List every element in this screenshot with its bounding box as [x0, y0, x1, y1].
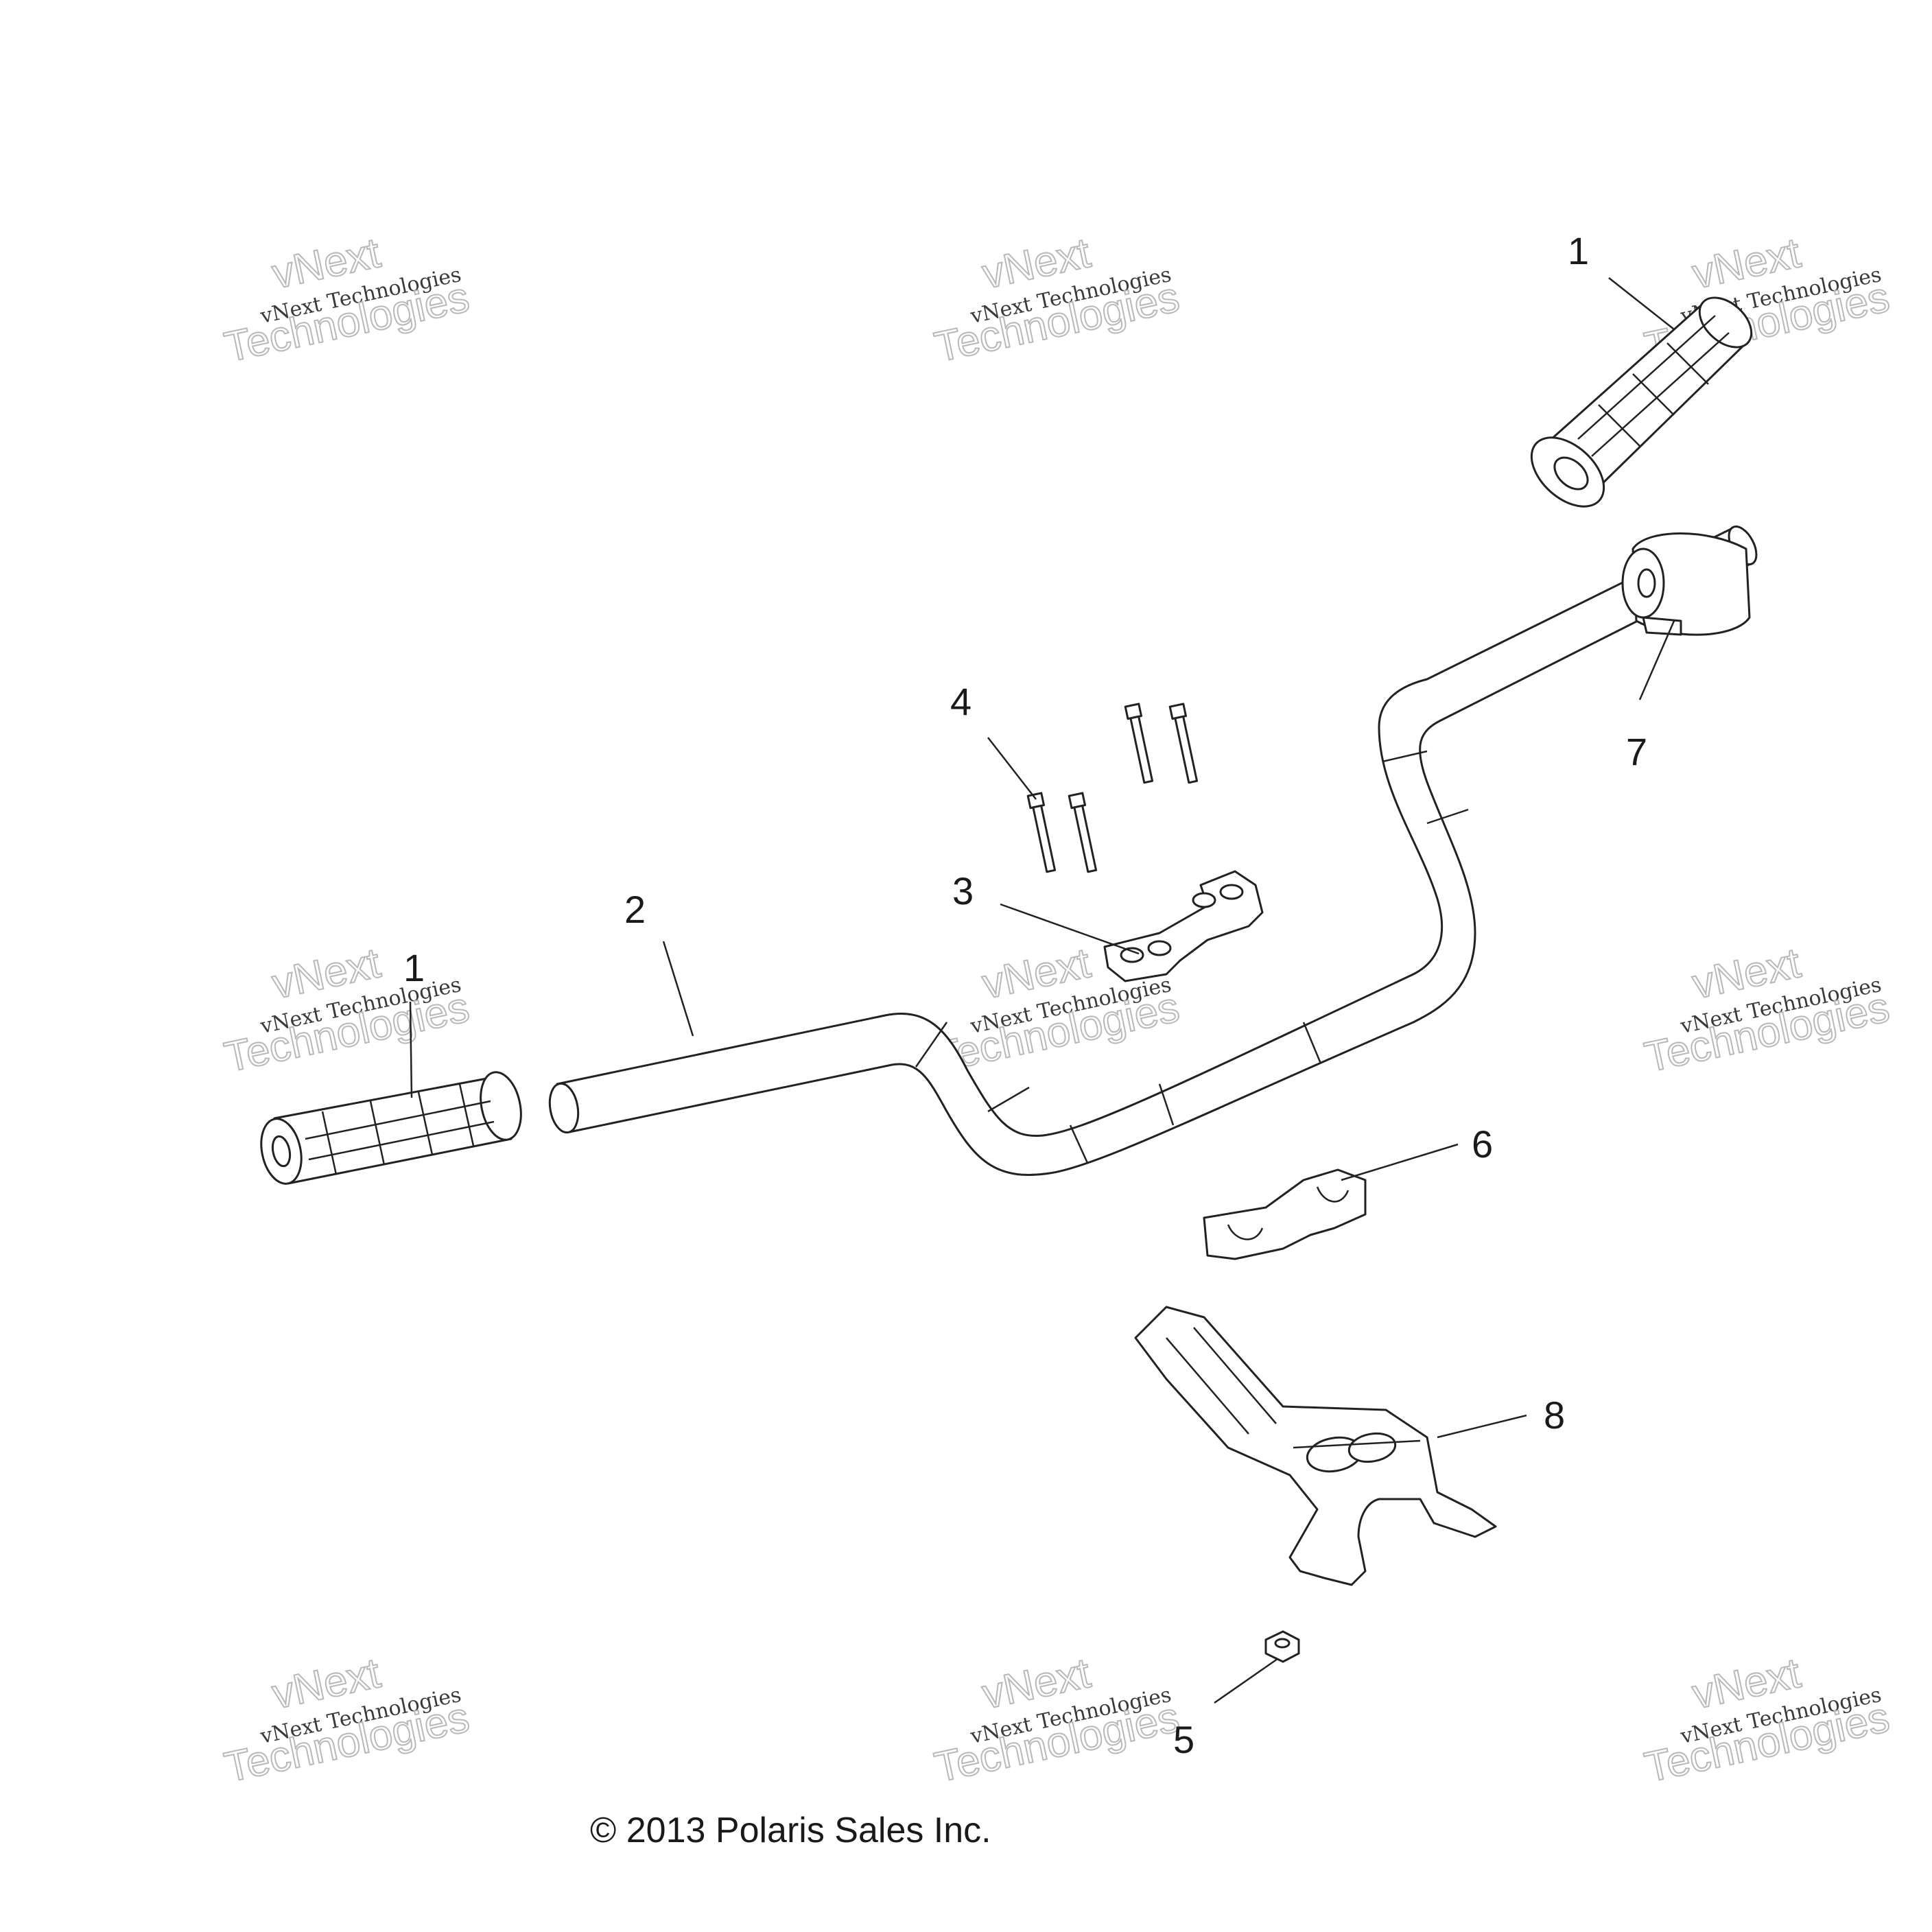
bolt — [1026, 792, 1057, 873]
upper-clamp — [1103, 870, 1264, 982]
grip-right — [1530, 296, 1753, 508]
leader-grip-right — [1608, 277, 1675, 330]
callout-nut: 5 — [1173, 1718, 1194, 1761]
leader-grip-left — [409, 1001, 413, 1098]
watermark: vNext vNext Technologies Technologies — [1640, 1649, 1894, 1792]
watermark: vNext vNext Technologies Technologies — [220, 228, 473, 372]
callout-upper-clamp: 3 — [952, 869, 974, 912]
leader-lines — [409, 277, 1675, 1704]
watermark: vNext vNext Technologies Technologies — [930, 228, 1183, 372]
watermark: vNext vNext Technologies Technologies — [220, 1649, 473, 1792]
callout-thumb-throttle: 7 — [1626, 730, 1647, 773]
bolt — [1168, 703, 1199, 784]
callout-lower-clamp: 6 — [1472, 1122, 1493, 1166]
bolt — [1068, 792, 1098, 873]
nut — [1264, 1630, 1300, 1663]
leader-nut — [1214, 1658, 1278, 1704]
leader-mount-bracket — [1437, 1414, 1527, 1439]
mount-bracket — [1134, 1306, 1497, 1586]
watermark: vNext vNext Technologies Technologies — [930, 1649, 1183, 1792]
callout-mount-bracket: 8 — [1544, 1393, 1565, 1437]
callout-grip-right: 1 — [1568, 229, 1589, 272]
leader-lower-clamp — [1341, 1143, 1459, 1181]
handlebar — [548, 525, 1758, 1176]
callout-grip-left: 1 — [403, 946, 425, 989]
callout-bolts: 4 — [950, 680, 971, 723]
leader-bolts — [987, 737, 1037, 800]
leader-upper-clamp — [1000, 903, 1140, 955]
leader-handlebar — [662, 941, 694, 1037]
lower-clamp — [1203, 1168, 1367, 1260]
leader-thumb-throttle — [1638, 620, 1675, 700]
watermark: vNext vNext Technologies Technologies — [1640, 939, 1894, 1082]
thumb-throttle — [1621, 532, 1751, 636]
callout-handlebar: 2 — [624, 888, 646, 931]
bolt — [1124, 703, 1154, 784]
copyright-text: © 2013 Polaris Sales Inc. — [590, 1811, 991, 1850]
grip-left — [260, 1071, 522, 1185]
watermark: vNext vNext Technologies Technologies — [220, 939, 473, 1082]
